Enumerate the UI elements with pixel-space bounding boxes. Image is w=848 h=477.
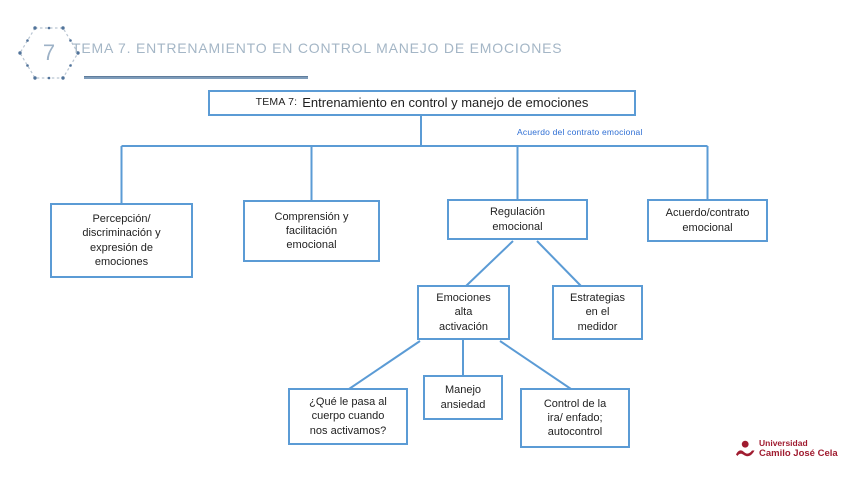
node-que-pasa-cuerpo: ¿Qué le pasa al cuerpo cuando nos activa… <box>288 388 408 445</box>
slide-title: TEMA 7. ENTRENAMIENTO EN CONTROL MANEJO … <box>72 40 563 56</box>
node-root: TEMA 7: Entrenamiento en control y manej… <box>208 90 636 116</box>
node-manejo-ansiedad: Manejo ansiedad <box>423 375 503 420</box>
node-percepcion: Percepción/ discriminación y expresión d… <box>50 203 193 278</box>
node-root-label: Entrenamiento en control y manejo de emo… <box>302 94 589 110</box>
annotation-acuerdo-contrato: Acuerdo del contrato emocional <box>517 127 643 137</box>
logo-line-camilo-jose-cela: Camilo José Cela <box>759 447 838 459</box>
hexagon-badge-icon <box>18 26 80 80</box>
node-acuerdo-contrato: Acuerdo/contrato emocional <box>647 199 768 242</box>
node-comprension: Comprensión y facilitación emocional <box>243 200 380 262</box>
node-estrategias-medidor: Estrategias en el medidor <box>552 285 643 340</box>
node-root-prefix: TEMA 7: <box>255 96 298 109</box>
node-regulacion: Regulación emocional <box>447 199 588 240</box>
slide-number: 7 <box>42 40 56 65</box>
node-emociones-alta: Emociones alta activación <box>417 285 510 340</box>
logo-line-universidad: Universidad <box>759 438 808 448</box>
ucjc-logo: Universidad Camilo José Cela <box>735 438 838 460</box>
ucjc-logo-text: Universidad Camilo José Cela <box>759 438 838 460</box>
ucjc-person-icon <box>736 441 755 457</box>
title-underline <box>84 76 308 79</box>
node-control-ira: Control de la ira/ enfado; autocontrol <box>520 388 630 448</box>
